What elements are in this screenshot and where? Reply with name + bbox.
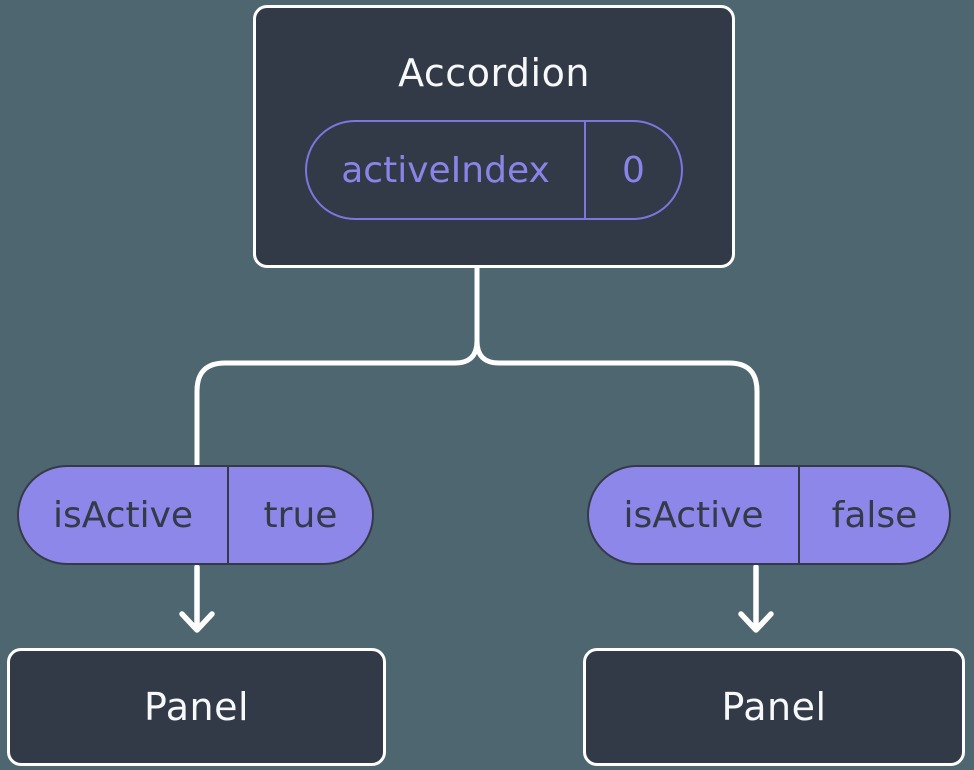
panel-node-right: Panel — [583, 648, 965, 766]
branch-line-left — [194, 268, 480, 465]
prop-value-label-right: false — [798, 467, 949, 563]
prop-name-label-right: isActive — [623, 494, 764, 536]
state-value-label: 0 — [584, 122, 681, 218]
accordion-node: Accordion activeIndex 0 — [253, 5, 735, 268]
state-pill: activeIndex 0 — [305, 120, 683, 220]
prop-value-label-left: true — [227, 467, 372, 563]
accordion-node-title: Accordion — [398, 51, 590, 95]
arrow-down-icon-right — [738, 564, 774, 633]
panel-node-left: Panel — [7, 648, 386, 766]
prop-name-label-left: isActive — [52, 494, 194, 536]
arrow-down-icon-left — [179, 564, 215, 633]
prop-pill-right: isActive false — [587, 465, 951, 565]
branch-line-right — [474, 268, 760, 465]
panel-node-right-title: Panel — [721, 685, 827, 729]
panel-node-left-title: Panel — [143, 685, 249, 729]
state-name-label: activeIndex — [341, 149, 550, 191]
prop-pill-left: isActive true — [17, 465, 374, 565]
